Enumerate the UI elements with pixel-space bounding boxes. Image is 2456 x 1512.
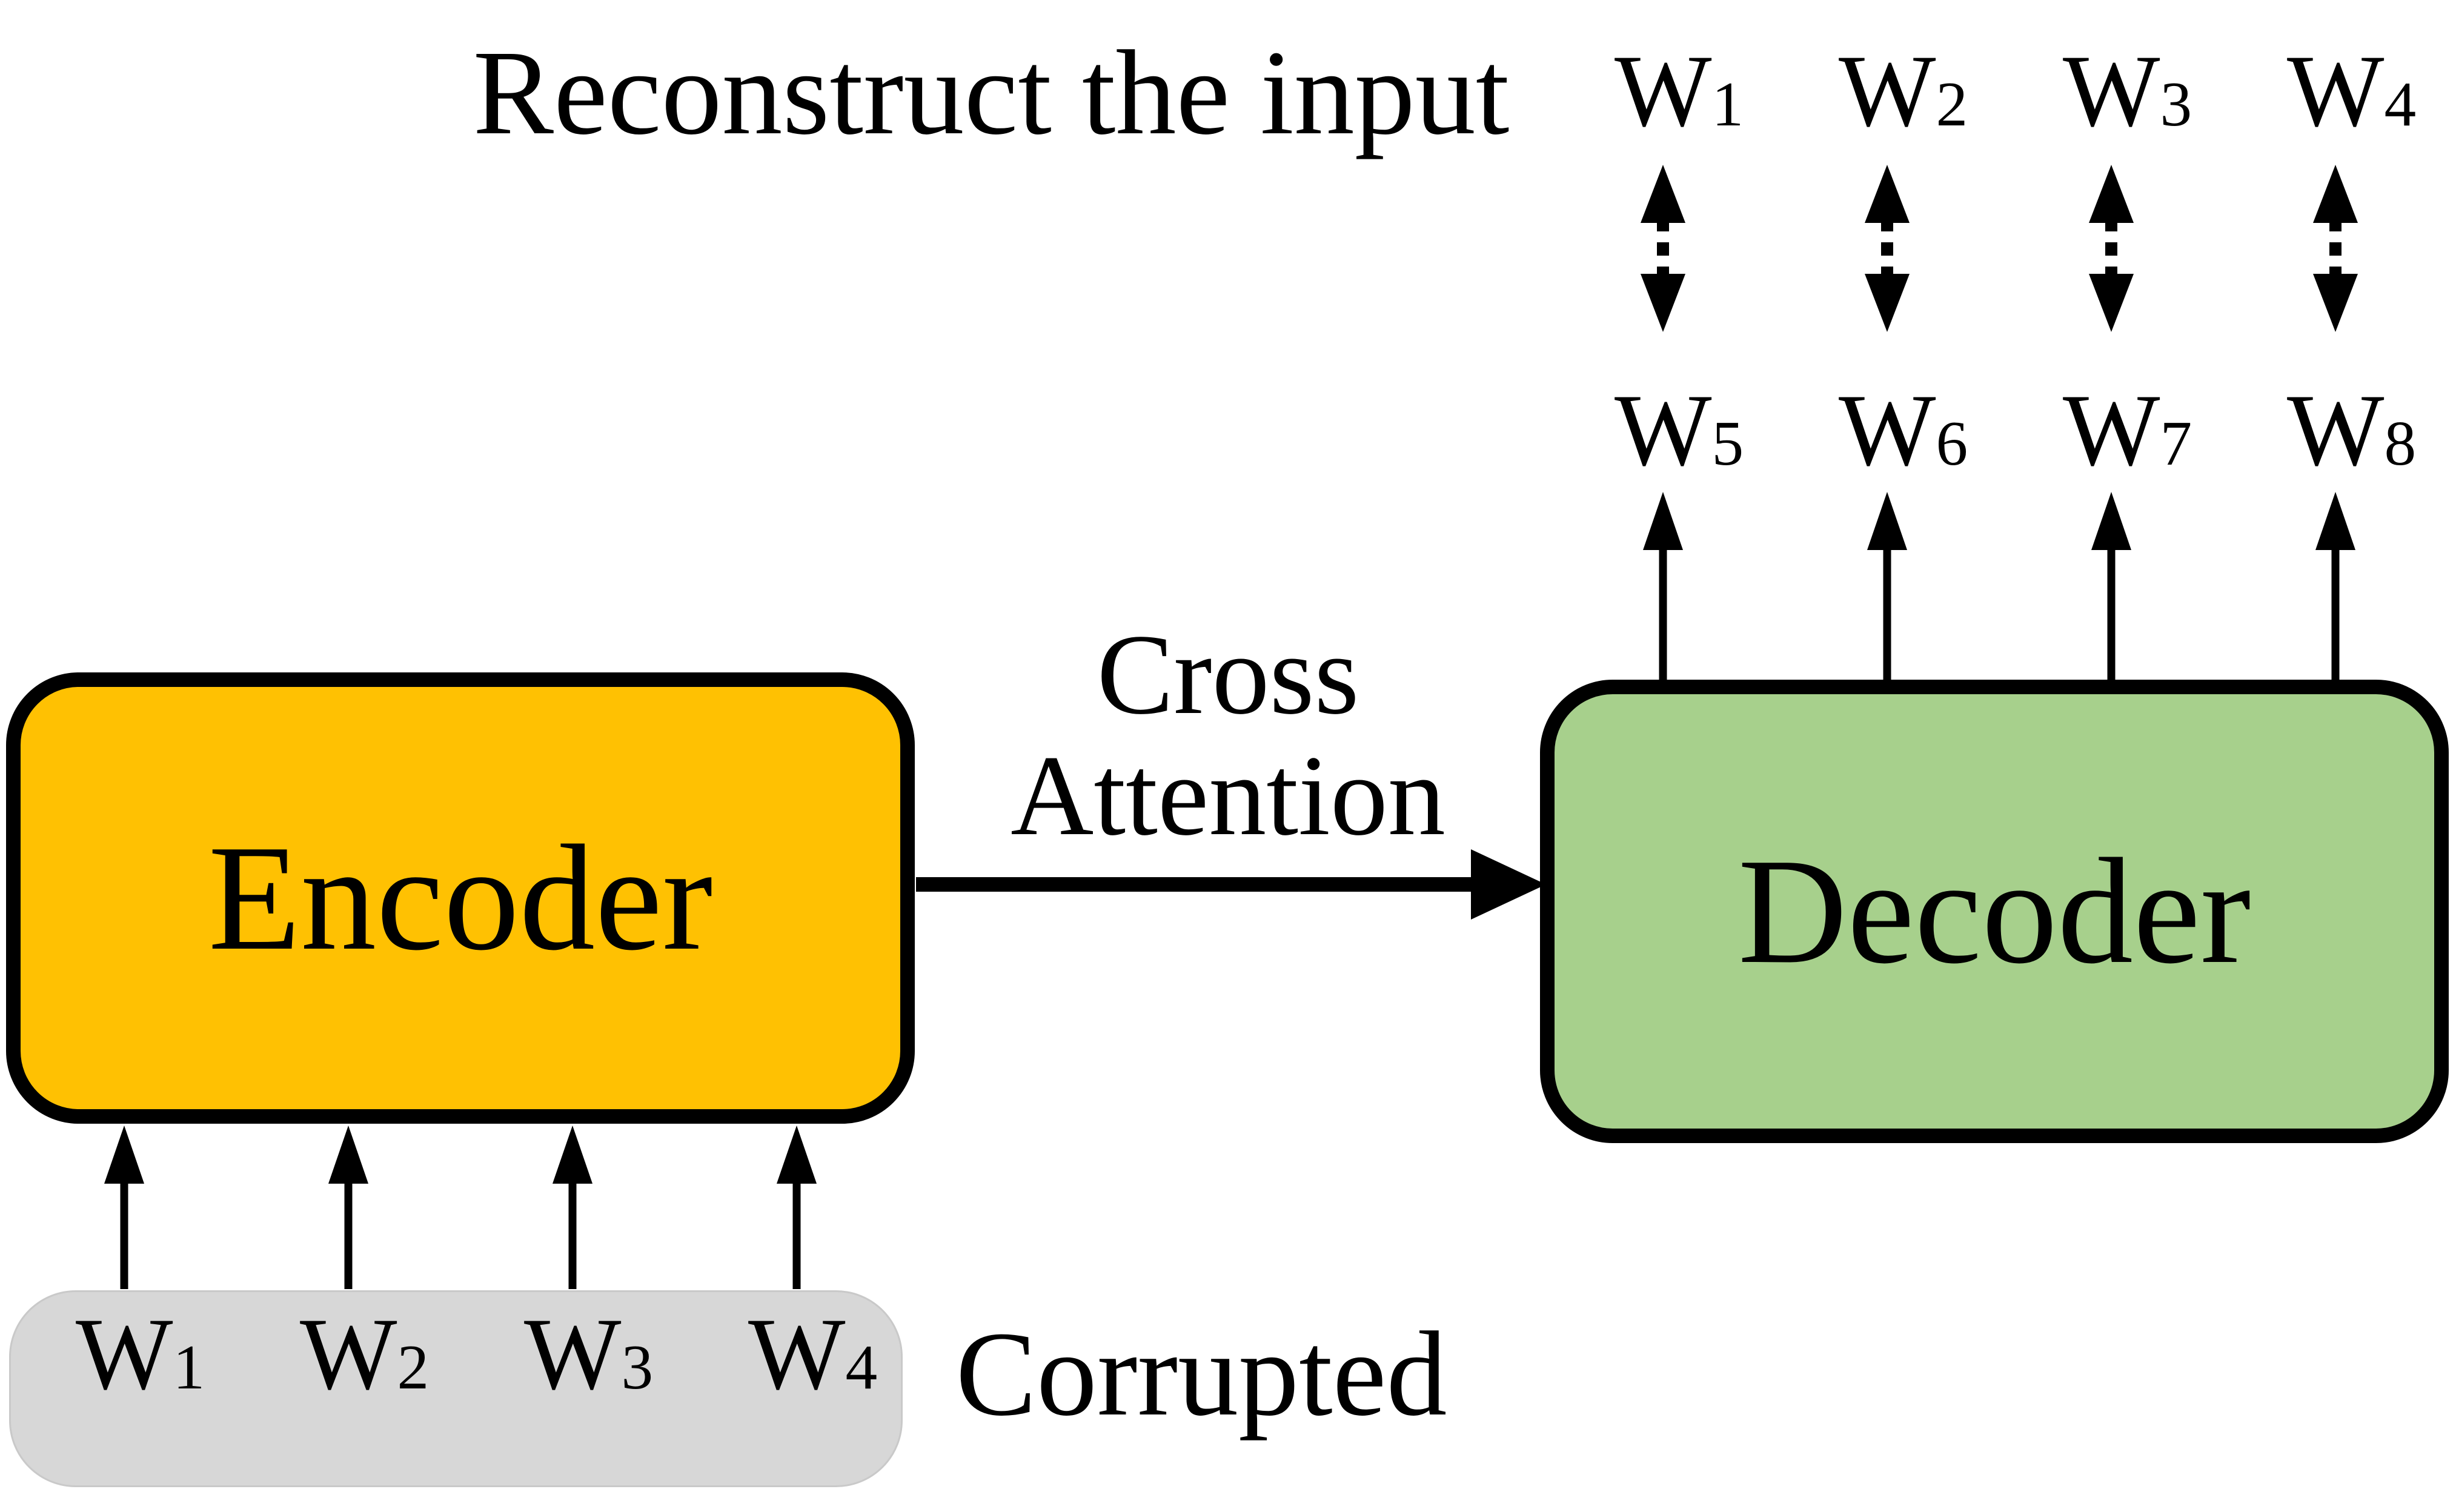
decoder-output-arrow-3 (2091, 492, 2131, 680)
encoder-label: Encoder (208, 814, 713, 982)
token-output-w5: W5 (1615, 373, 1744, 487)
token-target-w1: W1 (1615, 34, 1744, 148)
token-input-w4: W4 (748, 1297, 878, 1411)
token-input-w1: W1 (76, 1297, 205, 1411)
token-input-w2: W2 (300, 1297, 430, 1411)
decoder-box: Decoder (1540, 680, 2449, 1143)
corrupted-input-box (9, 1290, 903, 1487)
token-target-w4: W4 (2287, 34, 2417, 148)
token-target-w2: W2 (1839, 34, 1968, 148)
decoder-output-arrow-2 (1867, 492, 1907, 680)
token-output-w8: W8 (2287, 373, 2417, 487)
reconstruction-compare-arrow-1 (1641, 165, 1685, 332)
corrupted-caption: Corrupted (955, 1307, 1447, 1441)
reconstruction-compare-arrow-3 (2089, 165, 2134, 332)
encoder-box: Encoder (6, 672, 915, 1124)
decoder-output-arrow-1 (1643, 492, 1683, 680)
decoder-label: Decoder (1737, 827, 2251, 995)
encoder-input-arrow-4 (777, 1126, 817, 1289)
cross-attention-arrow (916, 849, 1546, 920)
cross-attention-label: Cross Attention (1011, 611, 1445, 860)
decoder-output-arrow-4 (2315, 492, 2355, 680)
cross-attention-label-line2: Attention (1011, 732, 1445, 860)
token-target-w3: W3 (2063, 34, 2192, 148)
reconstruct-caption: Reconstruct the input (473, 26, 1510, 160)
reconstruction-compare-arrow-2 (1865, 165, 1910, 332)
encoder-input-arrow-3 (553, 1126, 592, 1289)
token-output-w7: W7 (2063, 373, 2192, 487)
cross-attention-label-line1: Cross (1097, 611, 1359, 738)
reconstruction-compare-arrow-4 (2313, 165, 2358, 332)
token-output-w6: W6 (1839, 373, 1968, 487)
encoder-input-arrow-1 (104, 1126, 144, 1289)
encoder-input-arrow-2 (328, 1126, 368, 1289)
token-input-w3: W3 (524, 1297, 654, 1411)
